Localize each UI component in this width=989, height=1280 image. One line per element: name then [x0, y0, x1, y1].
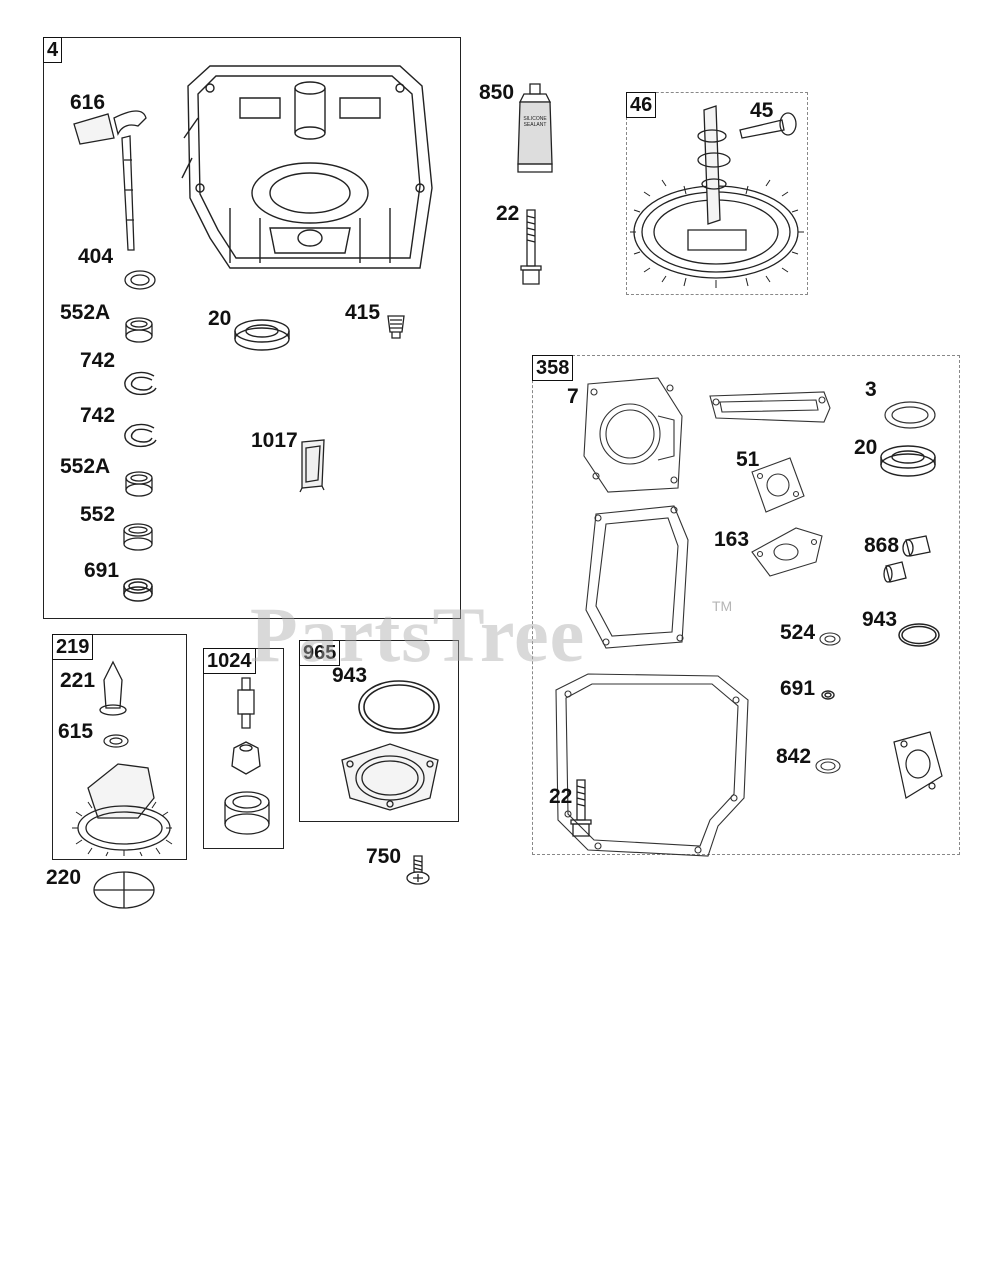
o-ring-943-drawing [358, 680, 440, 734]
gasket-51-drawing [751, 457, 805, 513]
group-number-1024: 1024 [203, 648, 256, 674]
washer-404-drawing [124, 270, 156, 290]
bushing-552-drawing [123, 523, 153, 551]
base-gasket-drawing [585, 505, 689, 649]
seal-524-drawing [819, 632, 841, 646]
callout-524: 524 [780, 621, 816, 644]
seal-691-second-drawing [821, 690, 835, 700]
group-box-965 [299, 640, 459, 822]
callout-163: 163 [714, 528, 750, 551]
callout-221: 221 [60, 669, 96, 692]
callout-45: 45 [750, 99, 774, 122]
clip-742-drawing [124, 371, 157, 396]
callout-750: 750 [366, 845, 402, 868]
clip-742-second-drawing [124, 423, 157, 448]
callout-943: 943 [332, 664, 368, 687]
oil-seal-20-drawing [234, 319, 290, 351]
callout-220: 220 [46, 866, 82, 889]
sealant-tube-drawing [517, 83, 553, 173]
sealant-tube-label: SILICONE SEALANT [523, 116, 547, 128]
o-ring-943-second-drawing [898, 623, 940, 647]
watermark-trademark: TM [712, 598, 733, 614]
plug-415-drawing [387, 315, 405, 339]
part-1017-drawing [299, 439, 325, 493]
group-number-4: 4 [43, 37, 63, 63]
bushing-552a-second-drawing [125, 471, 153, 497]
oil-pump-rotor-drawing [231, 741, 261, 775]
governor-gear-drawing [72, 763, 173, 857]
callout-842: 842 [776, 745, 812, 768]
oil-pump-housing-drawing [224, 791, 270, 835]
crankcase-cover-drawing [181, 65, 433, 269]
callout-20-second: 20 [854, 436, 878, 459]
callout-615: 615 [58, 720, 94, 743]
watermark-text: PartsTree [250, 591, 586, 678]
gasket-plate-drawing [709, 391, 831, 423]
seal-842-drawing [815, 758, 841, 774]
group-box-358 [532, 355, 960, 855]
washer-615-drawing [103, 734, 129, 748]
group-box-4 [43, 37, 461, 619]
callout-742-second: 742 [80, 404, 116, 427]
callout-22-second: 22 [549, 785, 573, 808]
callout-20: 20 [208, 307, 232, 330]
group-number-219: 219 [52, 634, 94, 660]
camshaft-gear-drawing [630, 105, 804, 288]
governor-shaft-drawing [73, 110, 147, 251]
group-box-46 [626, 92, 808, 295]
callout-868: 868 [864, 534, 900, 557]
callout-3: 3 [865, 378, 877, 401]
group-number-46: 46 [626, 92, 657, 118]
head-gasket-7-drawing [583, 377, 683, 493]
callout-552a: 552A [60, 301, 111, 324]
oil-seal-20-second-drawing [880, 445, 936, 477]
gasket-163-drawing [751, 527, 823, 577]
callout-404: 404 [78, 245, 114, 268]
bolt-22-drawing [520, 209, 542, 285]
callout-691: 691 [84, 559, 120, 582]
filter-adapter-drawing [341, 743, 439, 811]
callout-415: 415 [345, 301, 381, 324]
callout-742: 742 [80, 349, 116, 372]
callout-552: 552 [80, 503, 116, 526]
group-box-219 [52, 634, 187, 860]
group-number-965: 965 [299, 640, 341, 666]
callout-552a-second: 552A [60, 455, 111, 478]
callout-943-second: 943 [862, 608, 898, 631]
intake-adapter-drawing [893, 731, 943, 799]
callout-1017: 1017 [251, 429, 298, 452]
seal-691-drawing [123, 578, 153, 602]
pin-45-drawing [739, 112, 797, 139]
callout-850: 850 [479, 81, 515, 104]
callout-51: 51 [736, 448, 760, 471]
callout-691-second: 691 [780, 677, 816, 700]
screw-750-drawing [406, 855, 430, 885]
callout-22: 22 [496, 202, 520, 225]
callout-7: 7 [567, 385, 579, 408]
callout-616: 616 [70, 91, 106, 114]
bolt-22-second-drawing [570, 779, 592, 837]
governor-cup-220-drawing [93, 871, 155, 909]
fitting-868-drawing [883, 535, 931, 583]
oil-pump-shaft-drawing [237, 677, 255, 729]
ring-3-drawing [884, 401, 936, 429]
bushing-552a-drawing [125, 317, 153, 343]
group-number-358: 358 [532, 355, 574, 381]
governor-pin-221-drawing [99, 660, 127, 716]
